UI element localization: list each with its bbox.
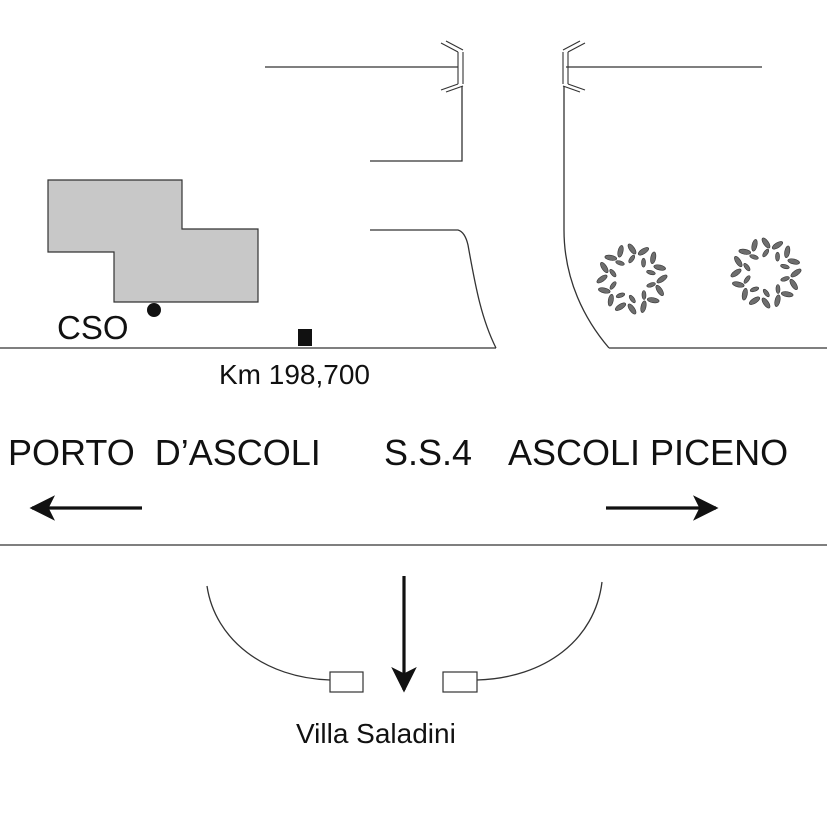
tree-leaf [775, 251, 780, 262]
tree-leaf [790, 268, 802, 278]
km-marker-icon [298, 329, 312, 346]
cso-point-icon [147, 303, 161, 317]
tree-leaf [640, 300, 647, 313]
south-destination-label: Villa Saladini [296, 718, 456, 749]
gate-post-east [442, 671, 478, 693]
tree-leaf [761, 297, 771, 309]
north-side-road [265, 40, 762, 349]
tree-leaf [749, 254, 759, 260]
left-direction-label: PORTO D’ASCOLI [8, 432, 321, 473]
tree-leaf [646, 297, 660, 304]
road-name-label: S.S.4 [384, 432, 472, 473]
tree-leaf [784, 245, 791, 259]
km-marker-label: Km 198,700 [219, 359, 370, 390]
tree-leaf [762, 248, 770, 258]
south-road-west-curve [206, 585, 331, 681]
right-direction-label: ASCOLI PICENO [508, 432, 788, 473]
tree-leaf [743, 275, 751, 284]
tree-leaf [730, 268, 742, 278]
tree-leaf [749, 286, 760, 293]
gate-post-west [329, 671, 364, 693]
tree-leaf [607, 293, 614, 307]
tree-icon [730, 237, 802, 309]
tree-leaf [596, 274, 608, 284]
tree-leaf [748, 296, 761, 305]
tree-leaf [637, 247, 650, 256]
tree-leaf [628, 294, 636, 304]
tree-leaf [655, 284, 664, 297]
tree-leaf [738, 248, 752, 255]
tree-leaf [789, 278, 798, 291]
north-road-west-upper [370, 86, 463, 162]
south-road-east-curve [476, 581, 603, 681]
tree-leaf [653, 264, 666, 271]
tree-leaf [780, 291, 794, 298]
tree-leaf [787, 258, 800, 265]
tree-leaf [627, 243, 637, 255]
bridge-railing-west [440, 40, 464, 93]
north-road-west-curve [370, 229, 497, 349]
building [47, 179, 259, 303]
tree-leaf [646, 282, 656, 288]
tree-leaf [600, 261, 609, 274]
tree-leaf [627, 303, 637, 315]
tree-leaf [628, 254, 636, 264]
tree-leaf [771, 241, 784, 250]
cso-label: CSO [57, 309, 129, 346]
tree-leaf [780, 263, 790, 270]
tree-leaf [732, 281, 745, 288]
tree-leaf [650, 251, 657, 265]
tree-leaf [604, 254, 618, 261]
tree-leaf [617, 245, 624, 258]
tree-icon [596, 243, 668, 315]
tree-leaf [656, 274, 668, 284]
tree-leaf [775, 284, 781, 294]
tree-leaf [761, 237, 771, 249]
tree-leaf [751, 239, 758, 252]
tree-leaf [614, 302, 627, 311]
main-road [0, 347, 827, 546]
tree-leaf [743, 263, 751, 272]
bridge-railing-east [562, 40, 586, 93]
tree-leaf [741, 287, 748, 301]
tree-leaf [734, 255, 743, 268]
tree-leaf [609, 269, 617, 278]
tree-leaf [641, 257, 646, 268]
tree-leaf [598, 287, 611, 294]
tree-leaf [646, 269, 656, 276]
tree-leaf [615, 260, 625, 266]
tree-leaf [762, 288, 770, 298]
tree-leaf [609, 281, 617, 290]
south-access-road [206, 581, 603, 693]
north-road-east-curve [563, 86, 610, 349]
tree-leaf [780, 276, 790, 282]
tree-leaf [615, 292, 626, 299]
tree-leaf [774, 294, 781, 307]
tree-leaf [641, 290, 647, 300]
